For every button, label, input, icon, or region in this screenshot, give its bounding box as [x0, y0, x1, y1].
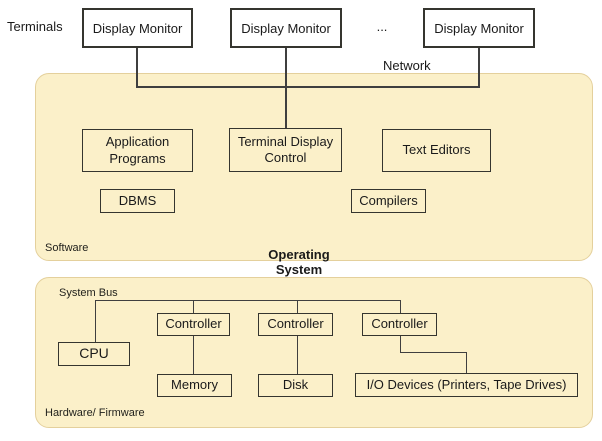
connector-network-bus [136, 86, 480, 88]
controller-box-2: Controller [258, 313, 333, 336]
connector-bus-to-controller3 [400, 300, 401, 314]
hardware-panel [35, 277, 593, 428]
dbms-box: DBMS [100, 189, 175, 213]
application-programs-box: Application Programs [82, 129, 193, 172]
cpu-box: CPU [58, 342, 130, 366]
disk-box: Disk [258, 374, 333, 397]
terminals-label: Terminals [7, 19, 63, 34]
connector-elbow-to-io-devices [466, 352, 467, 373]
io-devices-box: I/O Devices (Printers, Tape Drives) [355, 373, 578, 397]
connector-controller2-to-disk [297, 335, 298, 374]
connector-bus-to-controller1 [193, 300, 194, 314]
monitors-ellipsis: ... [376, 19, 388, 34]
connector-controller3-elbow-down [400, 335, 401, 353]
operating-system-label: Operating System [249, 247, 349, 278]
hardware-firmware-label: Hardware/ Firmware [45, 407, 145, 419]
connector-controller1-to-memory [193, 335, 194, 374]
terminal-display-control-box: Terminal Display Control [229, 128, 342, 172]
software-label: Software [45, 242, 89, 254]
text-editors-box: Text Editors [382, 129, 491, 172]
connector-monitor2-to-terminal-control [285, 48, 287, 129]
operating-system-label-line2: System [275, 262, 323, 278]
connector-monitor3-drop [478, 48, 480, 88]
system-bus-label: System Bus [59, 287, 118, 299]
memory-box: Memory [157, 374, 232, 397]
controller-box-1: Controller [157, 313, 230, 336]
connector-bus-to-cpu [95, 300, 96, 343]
display-monitor-box-2: Display Monitor [230, 8, 342, 48]
compilers-box: Compilers [351, 189, 426, 213]
connector-system-bus [95, 300, 401, 301]
display-monitor-box-3: Display Monitor [423, 8, 535, 48]
controller-box-3: Controller [362, 313, 437, 336]
display-monitor-box-1: Display Monitor [82, 8, 193, 48]
connector-controller3-elbow-across [400, 352, 467, 353]
operating-system-label-line1: Operating [268, 247, 330, 262]
software-panel [35, 73, 593, 261]
connector-monitor1-drop [136, 48, 138, 88]
network-label: Network [383, 58, 431, 73]
connector-bus-to-controller2 [297, 300, 298, 314]
